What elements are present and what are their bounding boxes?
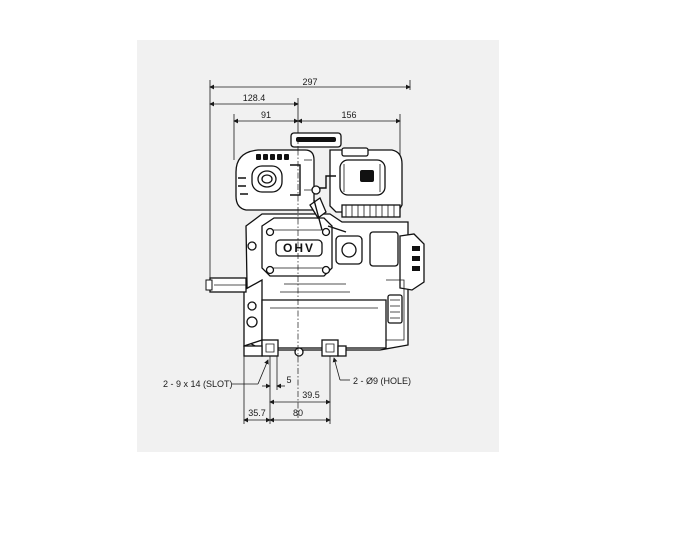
callout-hole: 2 - Ø9 (HOLE) <box>353 376 411 386</box>
dim-right-offset: 156 <box>341 110 356 120</box>
mount-foot-left <box>261 339 279 357</box>
dim-base-span: 80 <box>293 408 303 418</box>
dimension-top-group: 297 128.4 91 156 <box>209 77 411 278</box>
drain-plug <box>294 347 304 357</box>
dim-hole-offset: 39.5 <box>302 390 320 400</box>
dim-overall-width: 297 <box>302 77 317 87</box>
dimension-bottom-group: 5 39.5 35.7 80 2 - 9 x 14 (SLOT) 2 - Ø9 … <box>163 356 411 424</box>
pto-shaft <box>205 277 247 293</box>
dim-left-offset: 91 <box>261 110 271 120</box>
tank-vent-slots <box>256 154 289 160</box>
callout-slot: 2 - 9 x 14 (SLOT) <box>163 379 233 389</box>
ohv-badge: OHV <box>275 239 323 257</box>
mount-foot-right <box>321 339 339 357</box>
dim-base-left: 35.7 <box>248 408 266 418</box>
engine-body: OHV <box>205 132 425 418</box>
cylinder-fins <box>341 204 401 218</box>
dim-slot-offset: 5 <box>286 375 291 385</box>
ohv-label: OHV <box>283 241 315 255</box>
dim-shaft-to-edge: 128.4 <box>243 93 266 103</box>
